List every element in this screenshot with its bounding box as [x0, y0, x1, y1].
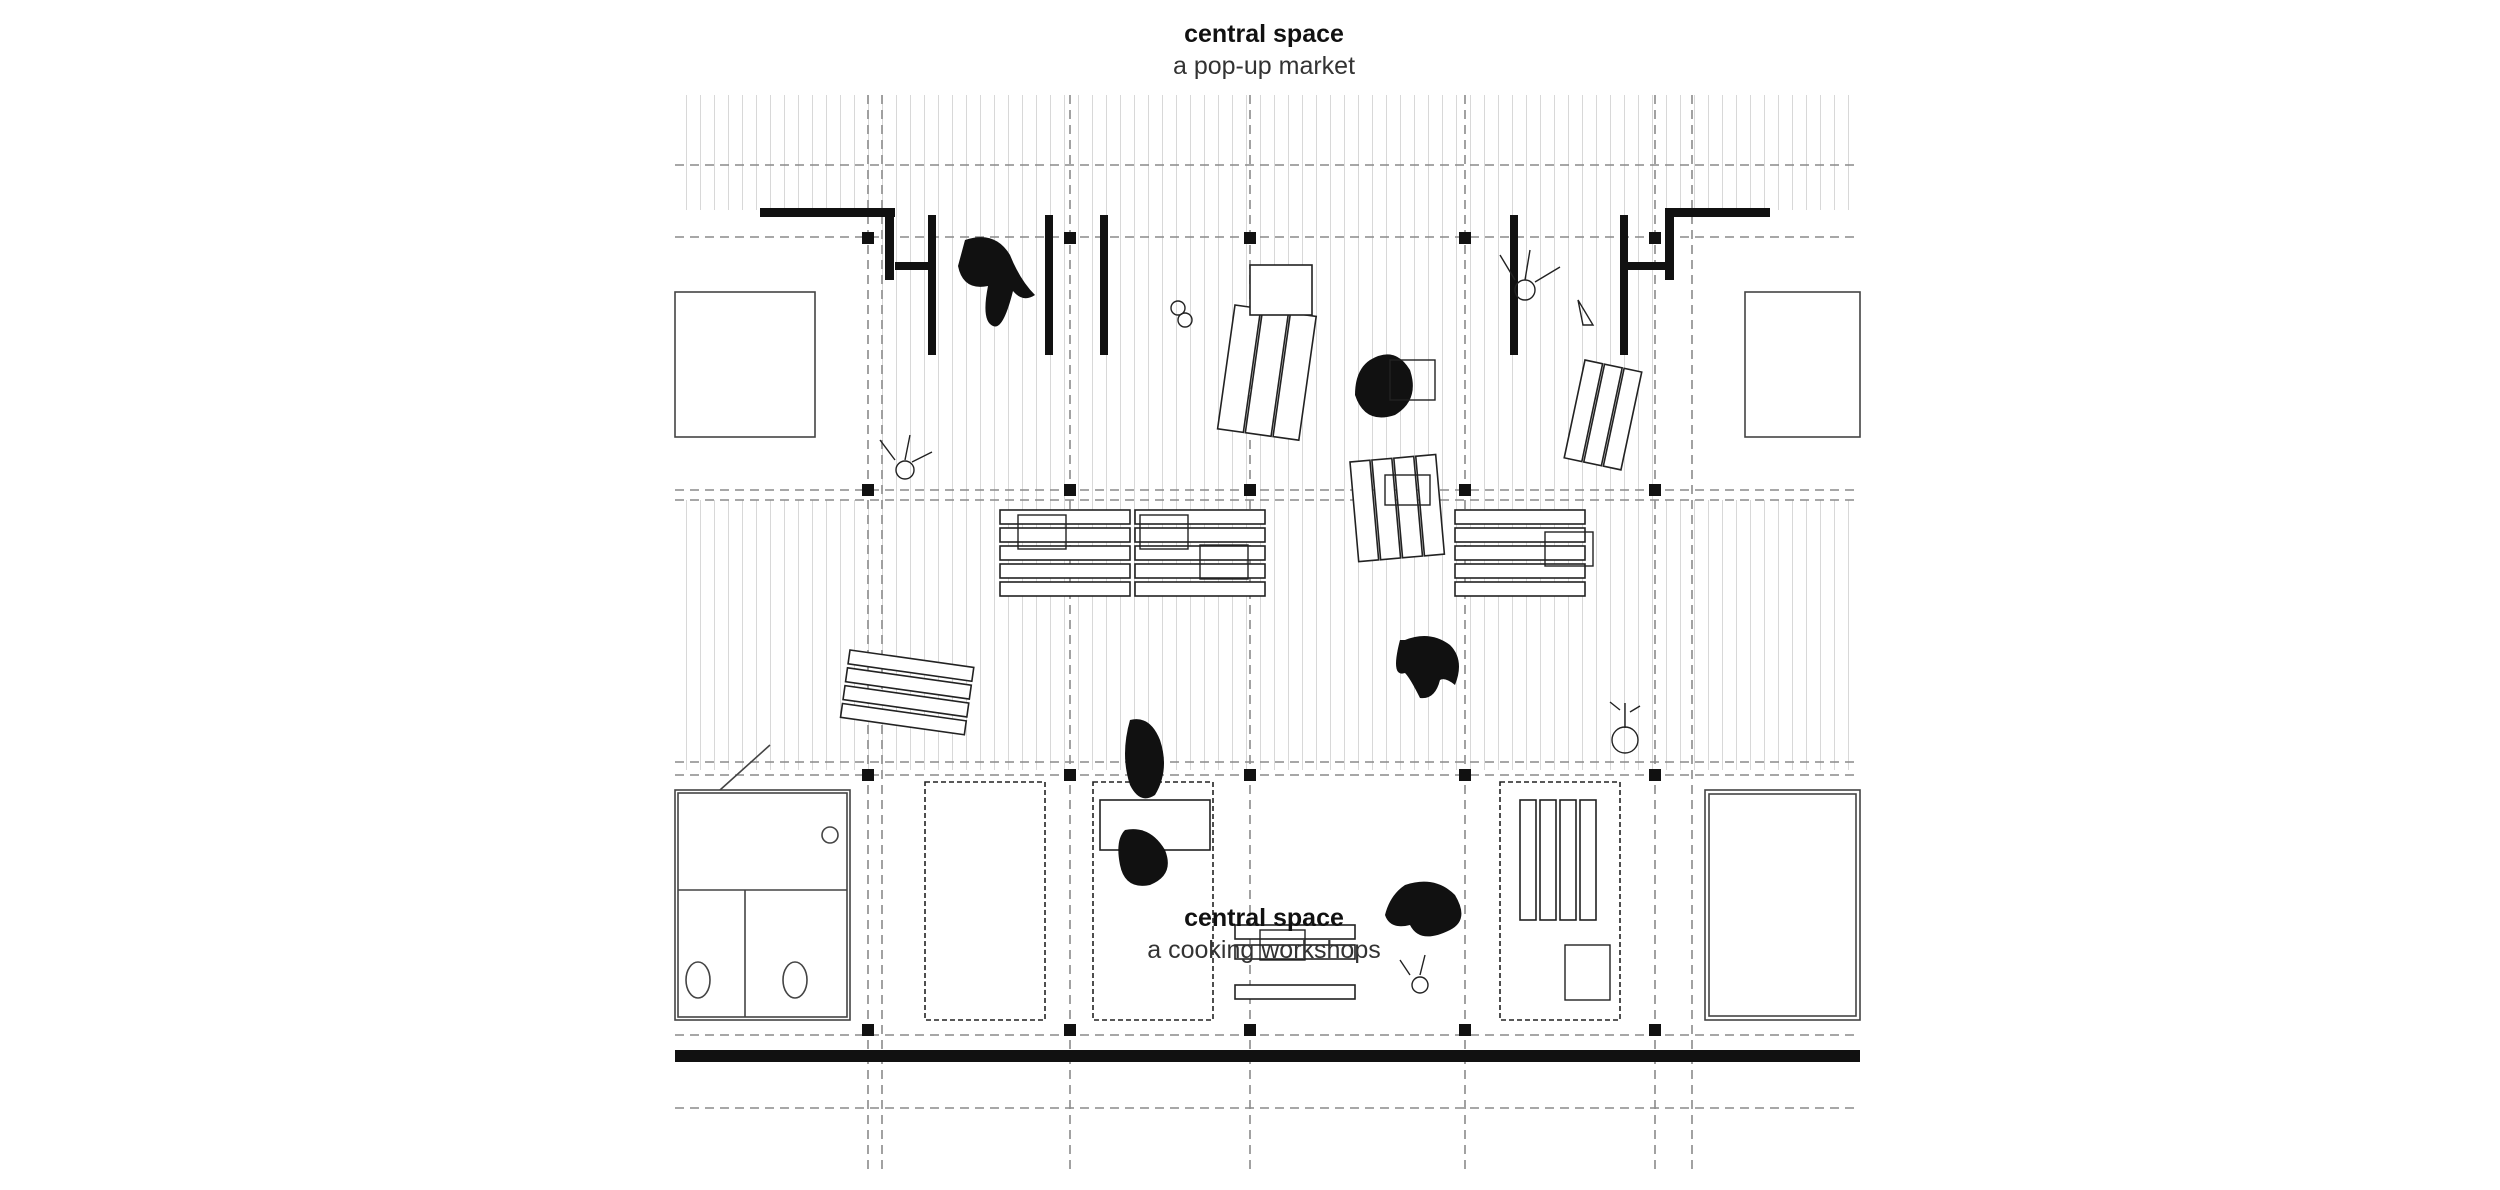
- workshop-label-title: central space: [1184, 904, 1344, 932]
- workshop-label-subtitle: a cooking workshops: [1147, 936, 1381, 964]
- side-rooms: [674, 291, 1861, 1021]
- pallets: [839, 264, 1643, 1021]
- market-label: central space a pop-up market: [1173, 18, 1355, 82]
- plants-and-crates: [879, 249, 1641, 1001]
- workshop-label: central space a cooking workshops: [1147, 902, 1380, 966]
- pallet-right-center: [1454, 509, 1586, 597]
- walls: [675, 208, 1860, 1062]
- people: [958, 237, 1462, 937]
- workshop-tables: [924, 781, 1621, 1021]
- market-label-subtitle: a pop-up market: [1172, 52, 1356, 80]
- columns: [862, 232, 1661, 1036]
- market-label-title: central space: [1184, 20, 1344, 48]
